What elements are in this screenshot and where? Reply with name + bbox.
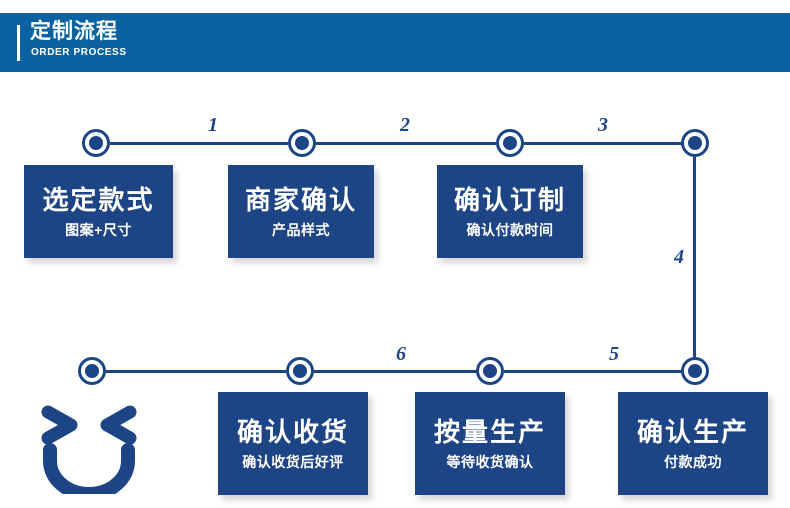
connector-line-2: [316, 142, 496, 145]
flow-node-4[interactable]: [681, 129, 709, 157]
header-bar: 定制流程 ORDER PROCESS: [0, 13, 790, 72]
step-card-6-title: 确认收货: [236, 417, 349, 447]
step-card-6[interactable]: 确认收货 确认收货后好评: [218, 392, 368, 495]
smiley-face-icon: [40, 398, 138, 501]
flow-node-6[interactable]: [286, 357, 314, 385]
step-card-2-subtitle: 产品样式: [272, 222, 330, 238]
step-number-6: 6: [396, 343, 406, 365]
connector-line-6: [314, 370, 490, 373]
step-card-3[interactable]: 确认订制 确认付款时间: [437, 165, 583, 258]
step-card-5-title: 按量生产: [433, 417, 546, 447]
step-card-1-title: 选定款式: [42, 185, 155, 215]
step-card-3-subtitle: 确认付款时间: [466, 222, 554, 238]
flow-node-5[interactable]: [78, 357, 106, 385]
flow-node-3[interactable]: [496, 129, 524, 157]
step-number-4: 4: [674, 246, 684, 268]
step-card-5[interactable]: 按量生产 等待收货确认: [415, 392, 565, 495]
flow-node-7[interactable]: [476, 357, 504, 385]
step-card-6-subtitle: 确认收货后好评: [242, 454, 344, 470]
connector-line-4: [693, 157, 696, 357]
step-card-5-subtitle: 等待收货确认: [446, 454, 534, 470]
step-number-3: 3: [598, 114, 608, 136]
flow-node-1[interactable]: [82, 129, 110, 157]
step-card-3-title: 确认订制: [453, 185, 566, 215]
flow-node-8[interactable]: [681, 357, 709, 385]
connector-line-1: [110, 142, 288, 145]
step-card-2[interactable]: 商家确认 产品样式: [228, 165, 374, 258]
step-card-4[interactable]: 确认生产 付款成功: [618, 392, 768, 495]
connector-line-5: [504, 370, 691, 373]
step-number-2: 2: [400, 114, 410, 136]
step-card-1[interactable]: 选定款式 图案+尺寸: [24, 165, 173, 258]
step-card-1-subtitle: 图案+尺寸: [65, 222, 132, 238]
step-card-2-title: 商家确认: [244, 185, 357, 215]
step-card-4-subtitle: 付款成功: [664, 454, 722, 470]
connector-line-7: [106, 370, 286, 373]
step-number-1: 1: [208, 114, 218, 136]
step-card-4-title: 确认生产: [636, 417, 749, 447]
page-title: 定制流程: [30, 20, 118, 43]
header-accent-rule: [17, 25, 20, 61]
flow-node-2[interactable]: [288, 129, 316, 157]
step-number-5: 5: [609, 343, 619, 365]
page-subtitle: ORDER PROCESS: [31, 47, 127, 58]
connector-line-3: [524, 142, 689, 145]
